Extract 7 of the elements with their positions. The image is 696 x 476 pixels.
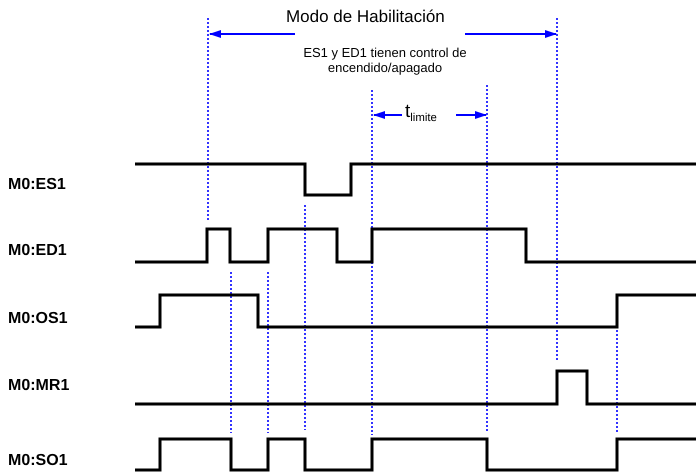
note-text: ES1 y ED1 tienen control de encendido/apagado xyxy=(302,46,468,76)
signal-label: M0:OS1 xyxy=(8,310,68,328)
signal-label: M0:SO1 xyxy=(8,452,68,470)
signal-label: M0:ES1 xyxy=(8,176,66,194)
signal-label: M0:MR1 xyxy=(8,377,70,396)
signal-label: M0:ED1 xyxy=(8,242,67,260)
span-label: Modo de Habilitación xyxy=(286,7,445,27)
